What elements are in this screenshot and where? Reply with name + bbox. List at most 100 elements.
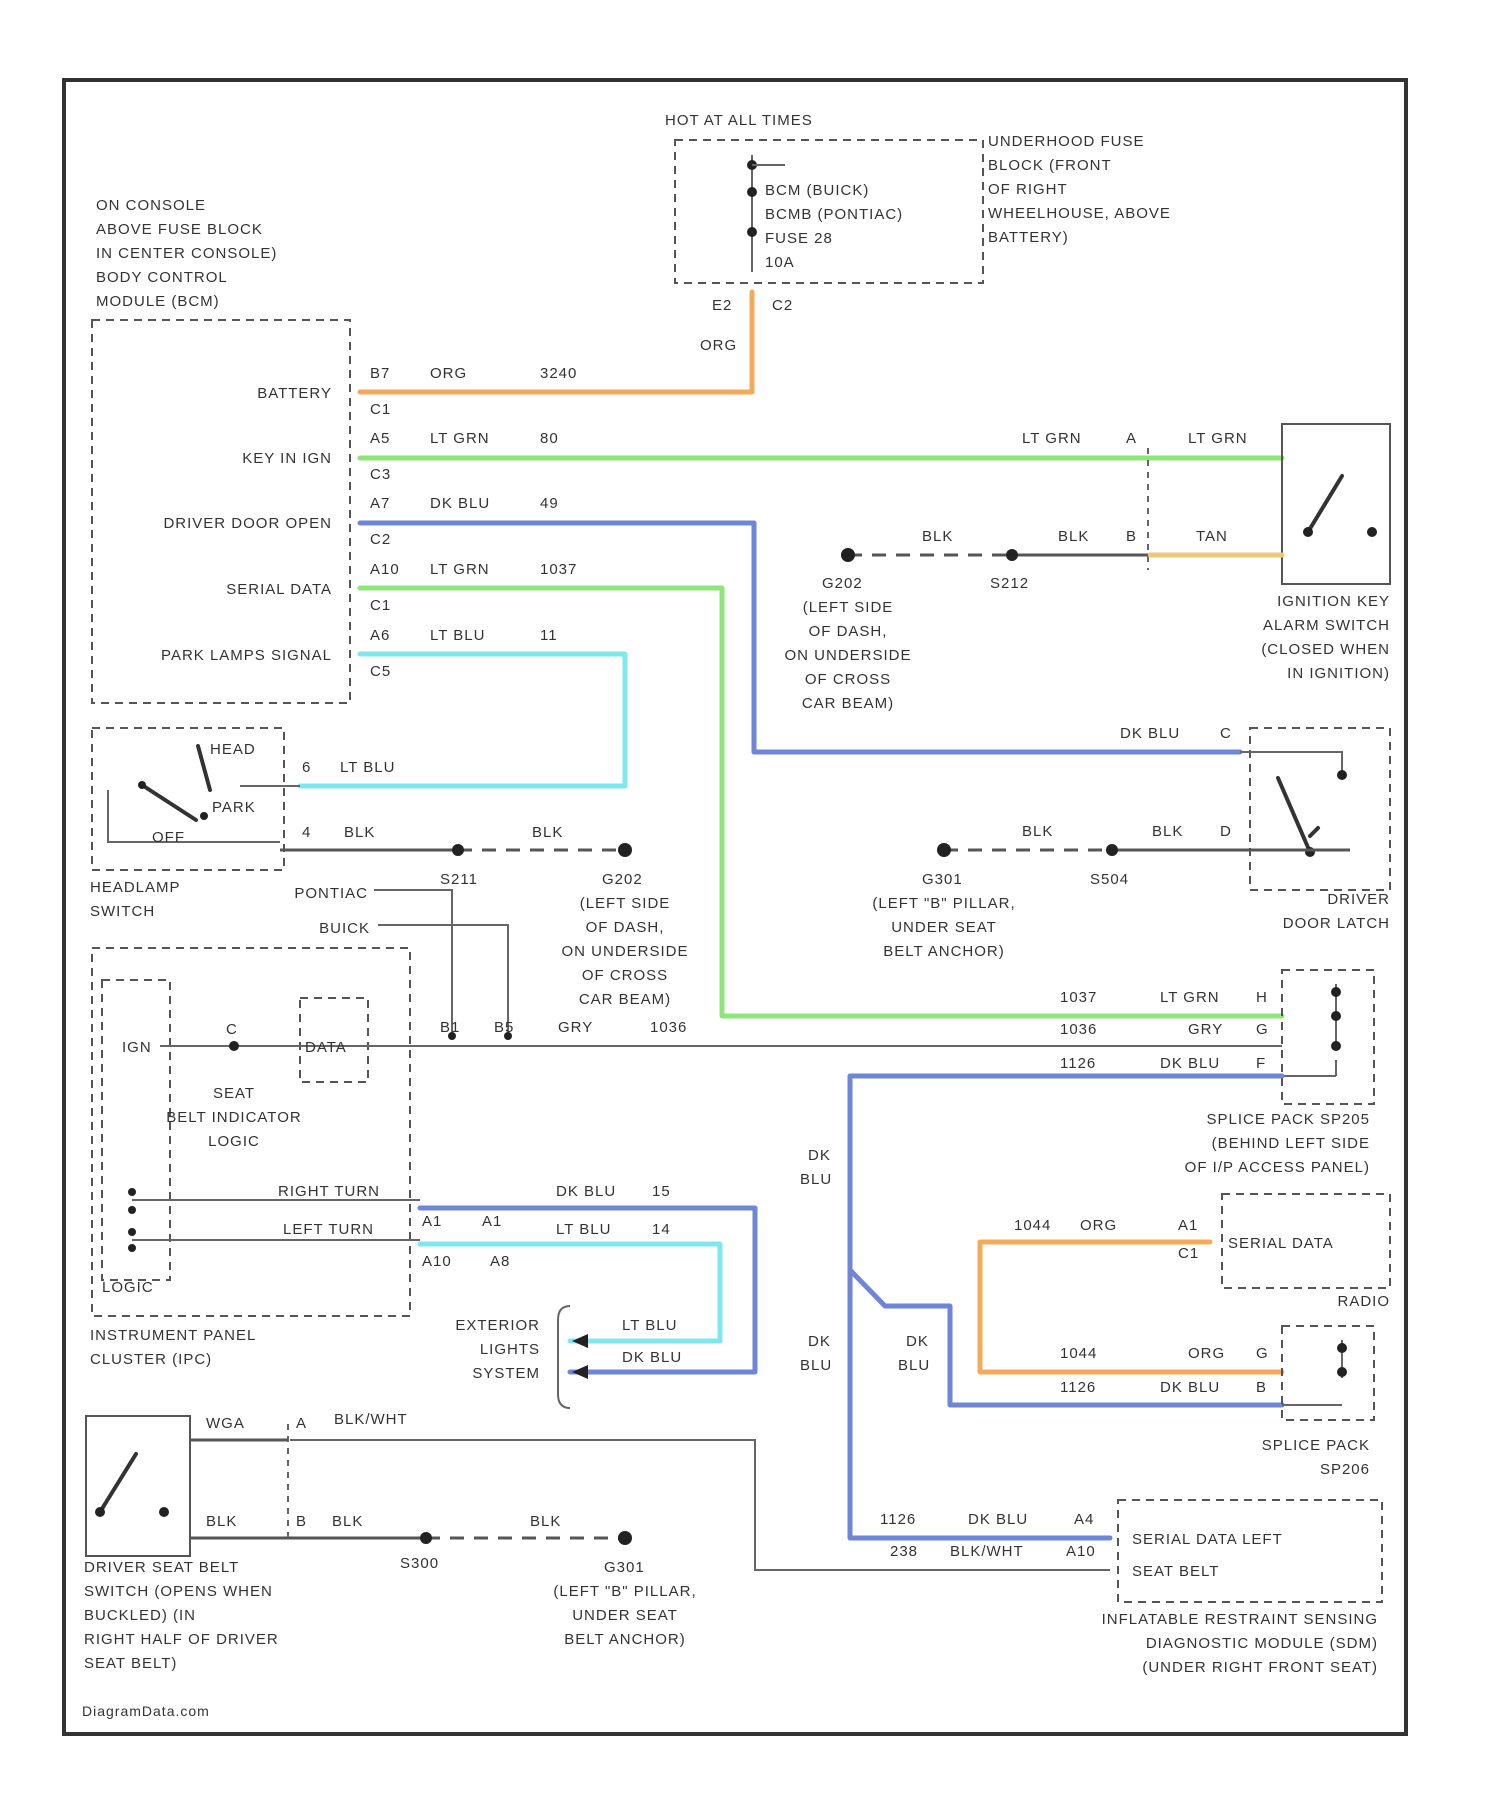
dk-blu-label-2b: BLU bbox=[800, 1357, 832, 1374]
ign-wire1-color-right: LT GRN bbox=[1188, 430, 1248, 447]
sp205-node bbox=[1331, 987, 1341, 997]
bcm-conn-c5: C5 bbox=[370, 663, 391, 680]
ign-ground-loc-4: OF CROSS bbox=[805, 671, 891, 688]
ign-splice-label: S212 bbox=[990, 575, 1029, 592]
seat-belt-switch-arm bbox=[100, 1454, 136, 1512]
ign-ground-loc-1: (LEFT SIDE bbox=[803, 599, 894, 616]
ign-ground-loc-5: CAR BEAM) bbox=[802, 695, 894, 712]
seat-belt-switch-contact bbox=[159, 1507, 169, 1517]
sdm-row1-name: SERIAL DATA LEFT bbox=[1132, 1531, 1283, 1548]
sp206-label-1: SPLICE PACK bbox=[1262, 1437, 1370, 1454]
sp205-label-2: (BEHIND LEFT SIDE bbox=[1212, 1135, 1370, 1152]
door-latch-ground-label: G301 bbox=[922, 871, 963, 888]
splice-s211 bbox=[452, 844, 464, 856]
sp205-row1-color: LT GRN bbox=[1160, 989, 1220, 1006]
sdm-box bbox=[1118, 1500, 1382, 1602]
headlamp-ground-loc-1: (LEFT SIDE bbox=[580, 895, 671, 912]
sp205-row1-pin: H bbox=[1256, 989, 1268, 1006]
ign-wire2-pin: B bbox=[1126, 528, 1137, 545]
bcm-terminal-key-in-ign: KEY IN IGN bbox=[242, 450, 332, 467]
ipc-right-pin-1: A1 bbox=[422, 1213, 442, 1230]
ign-ground-loc-2: OF DASH, bbox=[809, 623, 888, 640]
radio: 1044 ORG A1 C1 SERIAL DATA RADIO bbox=[980, 1194, 1390, 1372]
ipc-gry-circuit: 1036 bbox=[650, 1019, 687, 1036]
bcm-conn-c1b: C1 bbox=[370, 597, 391, 614]
fuse-line-4: 10A bbox=[765, 254, 795, 271]
ign-switch-label-4: IN IGNITION) bbox=[1287, 665, 1390, 682]
bcm-circuit-49: 49 bbox=[540, 495, 559, 512]
headlamp-ground-loc-2: OF DASH, bbox=[586, 919, 665, 936]
ipc-left-circuit: 14 bbox=[652, 1221, 671, 1238]
door-latch-d-color: BLK bbox=[1152, 823, 1183, 840]
ipc-logic-node bbox=[128, 1244, 136, 1252]
seat-belt-splice-label: S300 bbox=[400, 1555, 439, 1572]
ipc-logic-box bbox=[102, 980, 170, 1280]
dk-blu-label-2a: DK bbox=[808, 1333, 831, 1350]
headlamp-pin-4: 4 bbox=[302, 824, 311, 841]
bcm-box bbox=[92, 320, 350, 703]
ign-wire2-color: BLK bbox=[1058, 528, 1089, 545]
headlamp-label-1: HEADLAMP bbox=[90, 879, 181, 896]
ipc-gry-color: GRY bbox=[558, 1019, 593, 1036]
bcm-circuit-11: 11 bbox=[540, 627, 558, 644]
bcm-color-lt-grn: LT GRN bbox=[430, 430, 490, 447]
headlamp-splice-label: S211 bbox=[440, 871, 478, 888]
sp205-row3-circuit: 1126 bbox=[1060, 1055, 1096, 1072]
ipc-left-pin-2: A8 bbox=[490, 1253, 510, 1270]
sp206-row1-pin: G bbox=[1256, 1345, 1269, 1362]
ipc-data: DATA bbox=[305, 1039, 347, 1056]
ipc-pin-b1: B1 bbox=[440, 1019, 460, 1036]
seat-belt-pin-a-color: BLK/WHT bbox=[334, 1411, 408, 1428]
ipc-right-circuit: 15 bbox=[652, 1183, 671, 1200]
exterior-label-2: LIGHTS bbox=[480, 1341, 540, 1358]
bcm-location-4: BODY CONTROL bbox=[96, 269, 228, 286]
ipc-logic-node bbox=[128, 1206, 136, 1214]
seat-belt-switch-pivot bbox=[95, 1507, 105, 1517]
fuse-location-4: WHEELHOUSE, ABOVE bbox=[988, 205, 1171, 222]
bcm-terminal-serial-data: SERIAL DATA bbox=[226, 581, 332, 598]
door-ground-loc-3: BELT ANCHOR) bbox=[883, 943, 1004, 960]
seat-belt-pin-b: B bbox=[296, 1513, 307, 1530]
ignition-key-alarm-switch: LT GRN A LT GRN BLK BLK B TAN S212 G202 … bbox=[784, 424, 1390, 712]
exterior-dk-blu: DK BLU bbox=[622, 1349, 682, 1366]
door-latch-c-pin: C bbox=[1220, 725, 1232, 742]
radio-circuit: 1044 bbox=[1014, 1217, 1051, 1234]
bcm-pin-a6: A6 bbox=[370, 627, 390, 644]
door-latch-contact bbox=[1337, 770, 1347, 780]
ign-ground-wire-color: BLK bbox=[922, 528, 953, 545]
ign-switch-label-1: IGNITION KEY bbox=[1277, 593, 1390, 610]
ipc-logic: LOGIC bbox=[102, 1279, 154, 1296]
sdm-row1-circuit: 1126 bbox=[880, 1511, 916, 1528]
dk-blu-label-3a: DK bbox=[906, 1333, 929, 1350]
sdm-label-1: INFLATABLE RESTRAINT SENSING bbox=[1102, 1611, 1378, 1628]
ipc-ign: IGN bbox=[122, 1039, 152, 1056]
headlamp-head-contact bbox=[198, 746, 210, 790]
sdm-row1-pin: A4 bbox=[1074, 1511, 1094, 1528]
door-latch-splice-label: S504 bbox=[1090, 871, 1129, 888]
fuse-location-3: OF RIGHT bbox=[988, 181, 1068, 198]
ipc-right-turn: RIGHT TURN bbox=[278, 1183, 380, 1200]
ipc-seatbelt-logic-3: LOGIC bbox=[208, 1133, 260, 1150]
ipc-left-turn: LEFT TURN bbox=[283, 1221, 374, 1238]
bcm-conn-c1a: C1 bbox=[370, 401, 391, 418]
ipc-left-color: LT BLU bbox=[556, 1221, 611, 1238]
headlamp-ground-label: G202 bbox=[602, 871, 643, 888]
sp205-box bbox=[1282, 970, 1374, 1104]
driver-door-latch: DK BLU C BLK D BLK S504 G301 (LEFT "B" P… bbox=[872, 725, 1390, 960]
dk-blu-label-1a: DK bbox=[808, 1147, 831, 1164]
fuse-location-1: UNDERHOOD FUSE bbox=[988, 133, 1145, 150]
exterior-lt-blu: LT BLU bbox=[622, 1317, 677, 1334]
fuse-location-5: BATTERY) bbox=[988, 229, 1069, 246]
headlamp-park-contact bbox=[200, 812, 208, 820]
body-control-module: ON CONSOLE ABOVE FUSE BLOCK IN CENTER CO… bbox=[92, 197, 577, 703]
radio-label: RADIO bbox=[1337, 1293, 1390, 1310]
door-latch-c-color: DK BLU bbox=[1120, 725, 1180, 742]
headlamp-ground-loc-4: OF CROSS bbox=[582, 967, 668, 984]
door-latch-tab bbox=[1310, 828, 1318, 836]
wire-driver-door-dk-blu bbox=[360, 523, 1240, 752]
bcm-circuit-1037: 1037 bbox=[540, 561, 577, 578]
diagram-frame bbox=[64, 80, 1406, 1734]
ipc-seatbelt-logic-1: SEAT bbox=[213, 1085, 255, 1102]
footer-credit: DiagramData.com bbox=[82, 1703, 210, 1719]
headlamp-off-leg bbox=[108, 790, 280, 842]
